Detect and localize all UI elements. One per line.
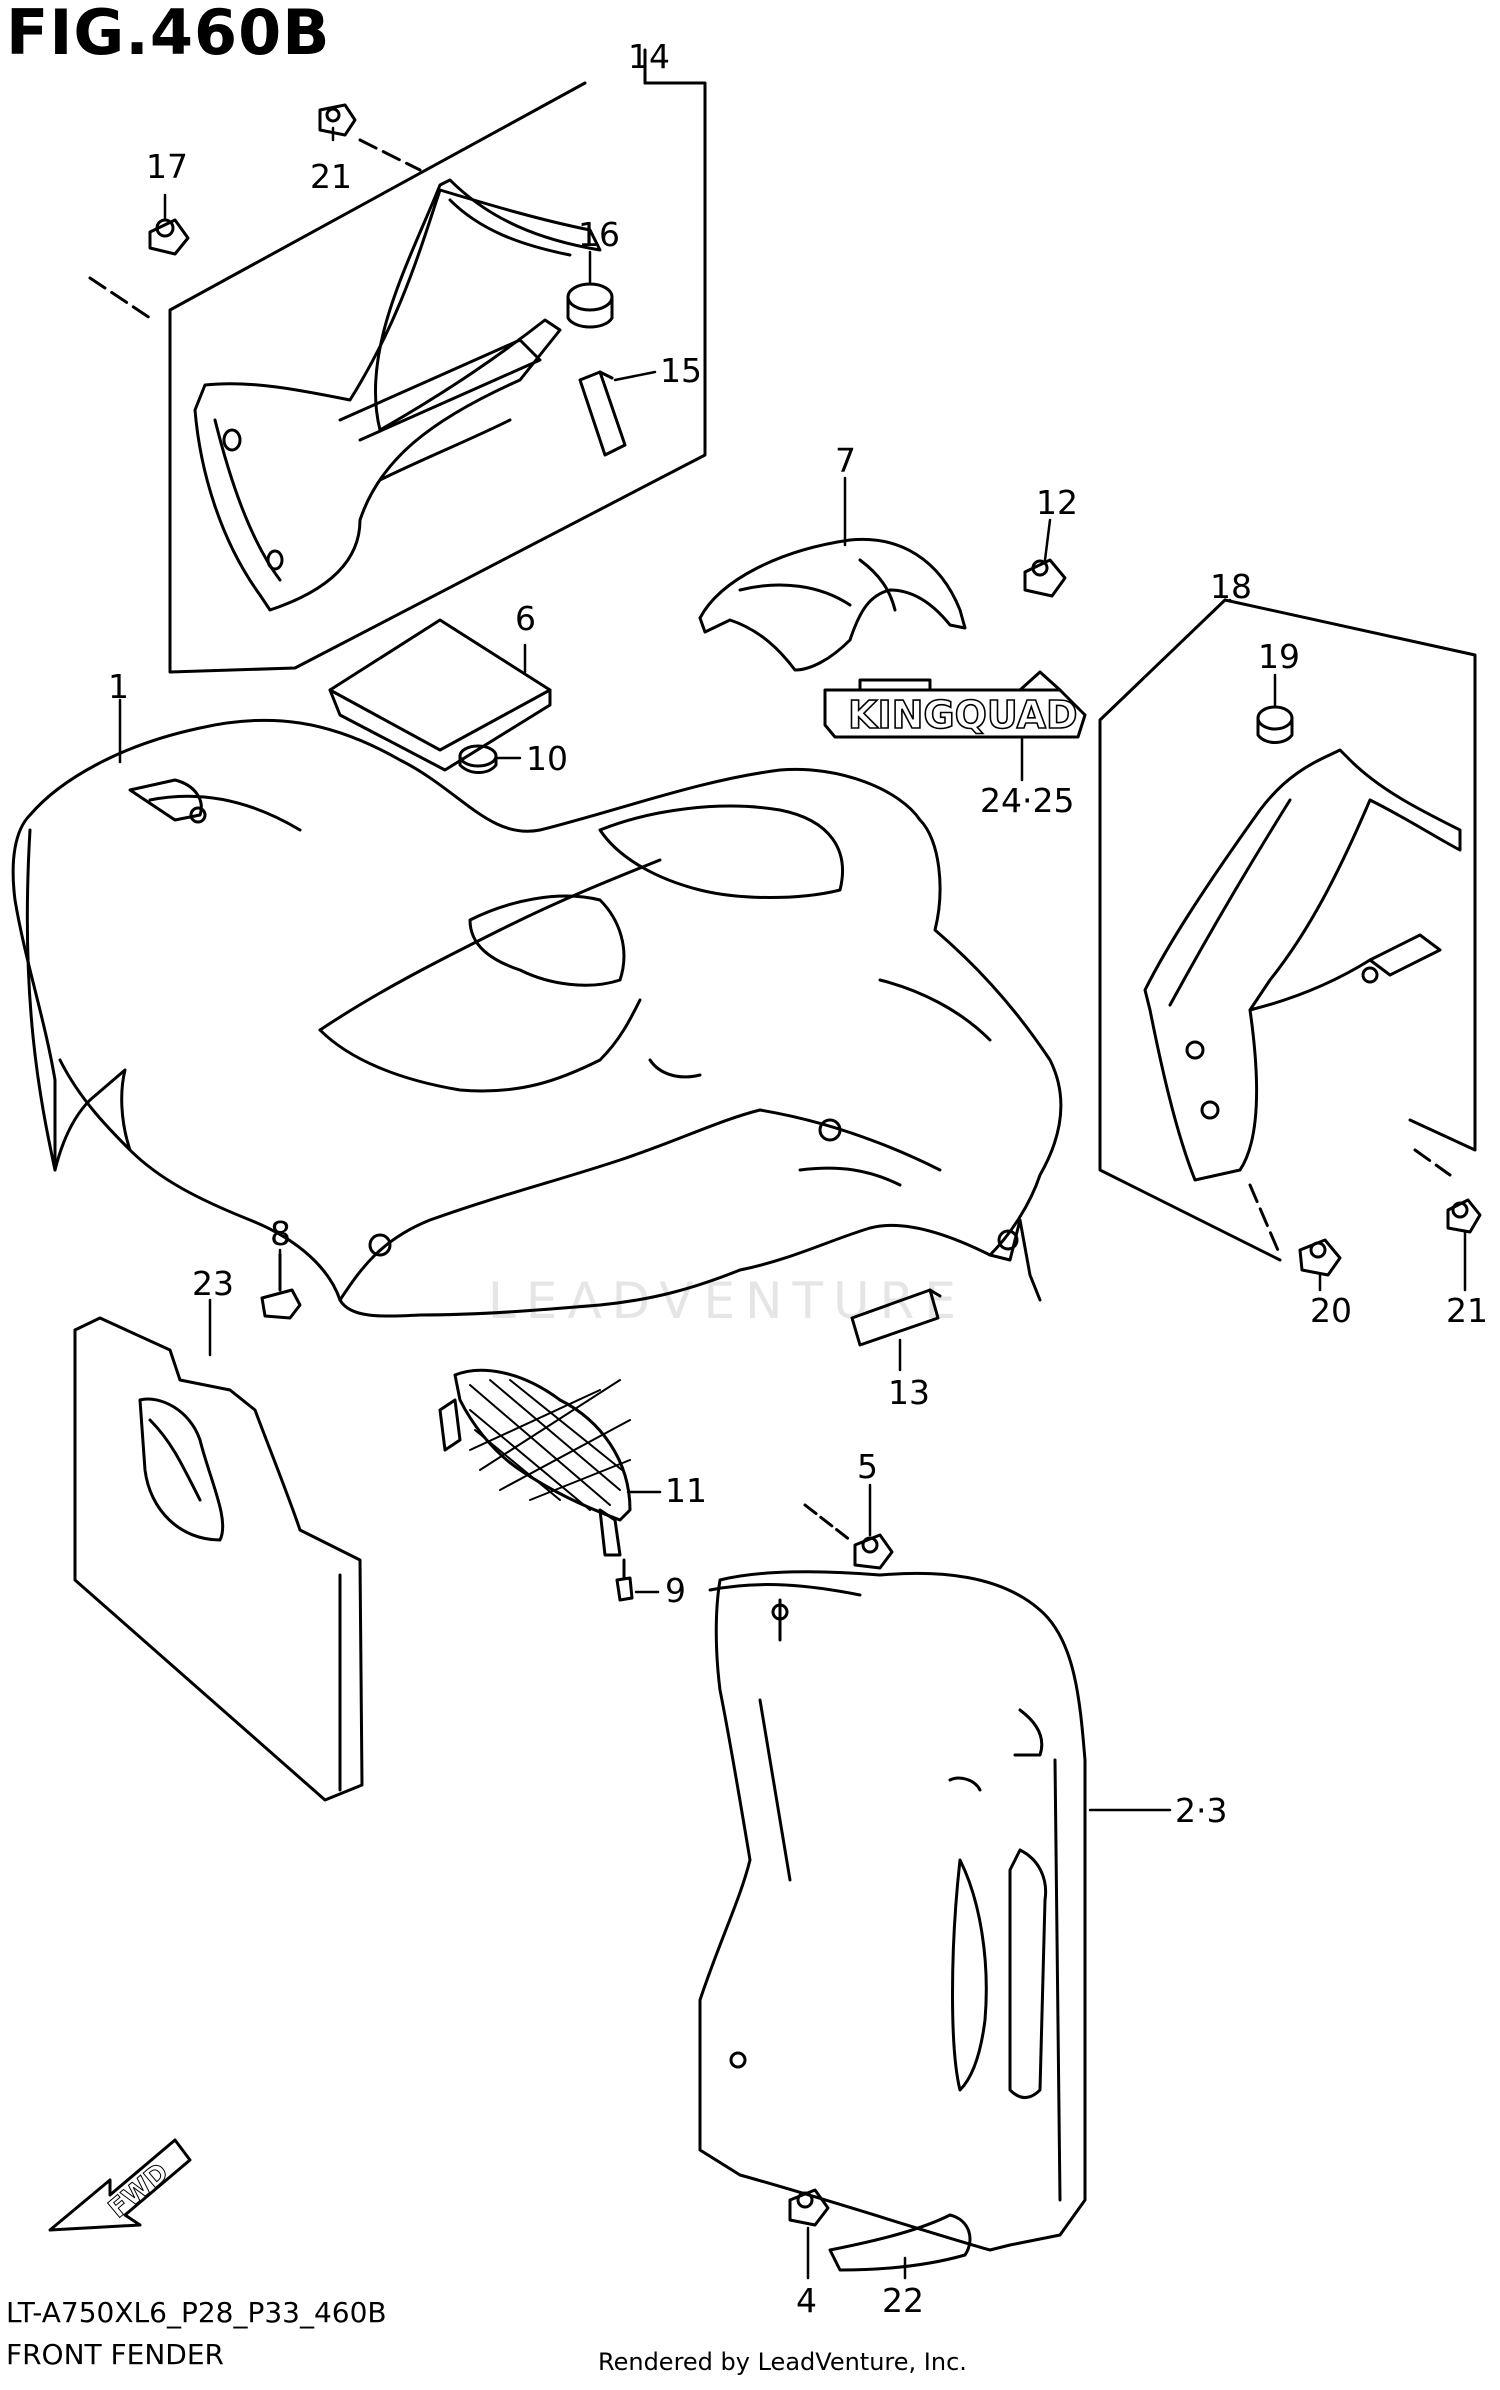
part-16-grommet <box>566 282 614 329</box>
callout-21-right: 21 <box>1446 1291 1488 1330</box>
part-18-panel-box <box>1098 598 1477 1262</box>
part-17-clip <box>148 218 190 256</box>
callout-6: 6 <box>515 599 536 638</box>
callout-24-25: 24·25 <box>980 781 1074 820</box>
part-14-panel <box>193 178 602 612</box>
callout-23: 23 <box>192 1264 234 1303</box>
render-credit: Rendered by LeadVenture, Inc. <box>598 2348 967 2376</box>
part-21-clip-right <box>1446 1198 1482 1234</box>
part-23-panel <box>73 1316 364 1802</box>
callout-16: 16 <box>578 215 620 254</box>
part-4-clip <box>788 2188 830 2227</box>
callout-9: 9 <box>665 1571 686 1610</box>
callout-14: 14 <box>628 37 670 76</box>
callout-7: 7 <box>835 441 856 480</box>
watermark: LEADVENTURE <box>488 1272 966 1330</box>
part-14-panel-box <box>88 48 707 674</box>
part-21-clip-top <box>318 103 357 137</box>
part-22-trim <box>828 2213 972 2272</box>
callout-20: 20 <box>1310 1291 1352 1330</box>
part-6-pad <box>328 618 552 772</box>
callout-1: 1 <box>108 667 129 706</box>
section-name: FRONT FENDER <box>6 2338 224 2371</box>
decal-text: KINGQUAD <box>848 693 1078 737</box>
part-19-grommet <box>1256 705 1294 744</box>
part-2-3-inner-fender <box>698 1570 1087 2252</box>
part-15-strip <box>578 370 627 457</box>
callout-4: 4 <box>796 2281 817 2320</box>
callout-11: 11 <box>665 1471 707 1510</box>
part-18-panel <box>1143 748 1462 1182</box>
part-20-clip <box>1298 1238 1342 1277</box>
callout-5: 5 <box>857 1447 878 1486</box>
callout-10: 10 <box>526 739 568 778</box>
figure-title: FIG.460B <box>6 0 331 69</box>
callout-19: 19 <box>1258 637 1300 676</box>
part-1-front-fender <box>11 718 1063 1318</box>
callout-2-3: 2·3 <box>1175 1791 1227 1830</box>
part-12-clip <box>1023 558 1067 598</box>
leader-lines <box>118 126 1467 2280</box>
fwd-arrow-icon <box>48 2138 192 2232</box>
part-24-25-decal <box>823 670 1087 739</box>
part-7-cover <box>698 537 967 672</box>
part-10-grommet <box>458 744 498 774</box>
part-9-screw <box>615 1558 634 1602</box>
callout-22: 22 <box>882 2281 924 2320</box>
callout-17: 17 <box>146 147 188 186</box>
callout-13: 13 <box>888 1373 930 1412</box>
callout-15: 15 <box>660 351 702 390</box>
callout-21-top: 21 <box>310 157 352 196</box>
callout-8: 8 <box>270 1214 291 1253</box>
callout-12: 12 <box>1036 483 1078 522</box>
part-13-strip <box>850 1288 942 1347</box>
callout-18: 18 <box>1210 567 1252 606</box>
part-5-clip <box>803 1503 894 1570</box>
part-11-grille <box>438 1368 632 1557</box>
model-code: LT-A750XL6_P28_P33_460B <box>6 2296 387 2329</box>
